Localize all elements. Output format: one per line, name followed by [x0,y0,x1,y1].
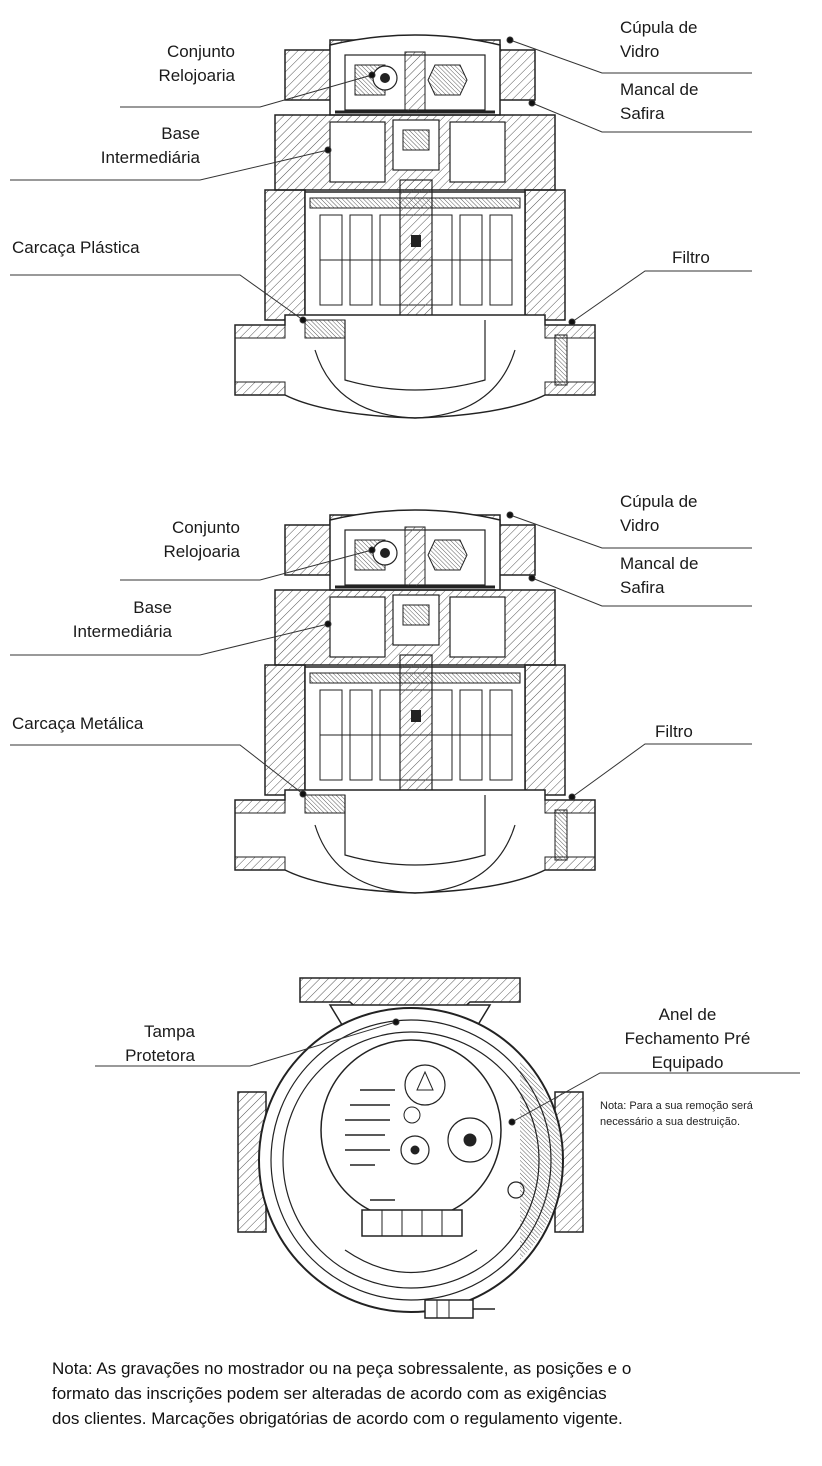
label-line: Vidro [620,42,660,61]
footer-note-line: Nota: As gravações no mostrador ou na pe… [52,1359,632,1378]
diagram3-anel-label: Anel de Fechamento Pré Equipado [615,1003,760,1075]
label-line: Fechamento Pré [624,1029,751,1048]
label-line: Relojoaria [158,66,235,85]
diagram3-meter-top-view [237,977,584,1319]
diagram2-base-label: Base Intermediária [52,596,172,644]
label-line: Intermediária [72,622,172,641]
diagram2-cupula-label: Cúpula de Vidro [620,490,698,538]
diagram1-mancal-label: Mancal de Safira [620,78,698,126]
footer-note-line: dos clientes. Marcações obrigatórias de … [52,1409,623,1428]
diagram1-filtro-label: Filtro [672,248,710,267]
label-line: Equipado [651,1053,724,1072]
diagram1-conjunto-label: Conjunto Relojoaria [120,40,235,88]
label-line: Mancal de [620,554,699,573]
diagram1-meter-drawing [233,33,597,420]
label-line: Tampa [143,1022,195,1041]
diagram1-leaders [10,36,752,326]
diagram1-carcaca-label: Carcaça Plástica [12,238,140,257]
label-line: Protetora [125,1046,195,1065]
label-line: Anel de [658,1005,717,1024]
label-line: Cúpula de [620,492,698,511]
diagram2-mancal-label: Mancal de Safira [620,552,698,600]
label-line: Base [161,124,200,143]
diagram2-leaders [10,511,752,801]
label-line: Vidro [620,516,660,535]
diagram1-base-label: Base Intermediária [80,122,200,170]
label-line: Relojoaria [163,542,240,561]
diagram2-conjunto-label: Conjunto Relojoaria [120,516,240,564]
label-line: Conjunto [171,518,240,537]
note-line: necessário a sua destruição. [600,1116,741,1128]
diagram2-filtro-label: Filtro [655,722,693,741]
diagram1-cupula-label: Cúpula de Vidro [620,16,698,64]
note-line: Nota: Para a sua remoção será [600,1100,753,1112]
label-line: Base [133,598,172,617]
diagram3-removal-note: Nota: Para a sua remoção será necessário… [600,1098,753,1130]
diagram2-meter-drawing [233,508,597,895]
label-line: Cúpula de [620,18,698,37]
label-line: Safira [620,578,665,597]
footer-note-line: formato das inscrições podem ser alterad… [52,1384,607,1403]
label-line: Mancal de [620,80,699,99]
diagram3-tampa-label: Tampa Protetora [95,1020,195,1068]
footer-note: Nota: As gravações no mostrador ou na pe… [52,1356,792,1431]
label-line: Intermediária [100,148,200,167]
label-line: Safira [620,104,665,123]
label-line: Conjunto [166,42,235,61]
diagram2-carcaca-label: Carcaça Metálica [12,714,144,733]
diagram3-leaders [95,1018,800,1126]
